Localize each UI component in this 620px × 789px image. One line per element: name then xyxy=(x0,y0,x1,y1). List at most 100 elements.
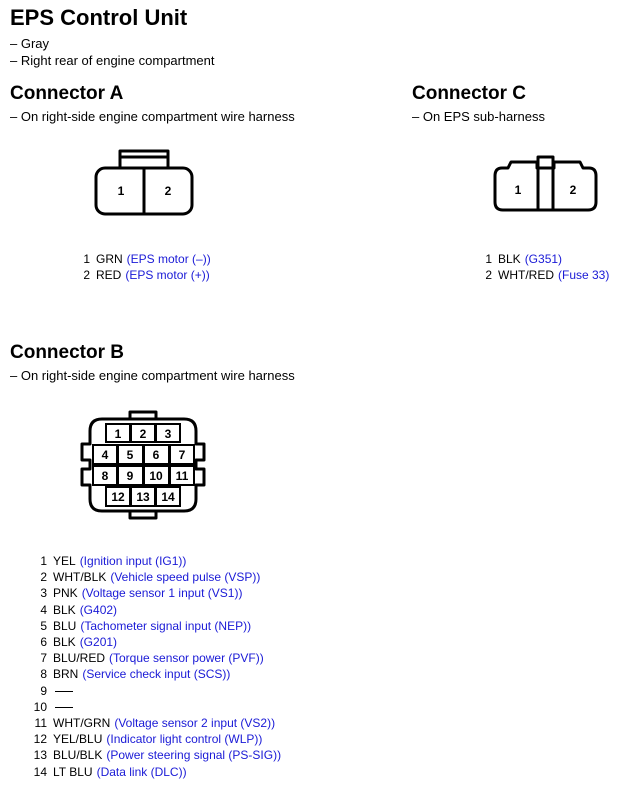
pin-description: (Data link (DLC)) xyxy=(96,764,187,779)
pin-row: 2 WHT/BLK(Vehicle speed pulse (VSP)) xyxy=(27,569,281,585)
pin-number: 2 xyxy=(40,570,47,585)
connector-a-diagram: 1 2 xyxy=(94,149,194,216)
connector-b-cavities xyxy=(92,423,195,507)
connector-b-pin-list: 1 YEL(Ignition input (IG1)) 2 WHT/BLK(Vehi… xyxy=(27,553,281,780)
pin-description: (Torque sensor power (PVF)) xyxy=(109,651,264,666)
pin-number: 14 xyxy=(33,764,47,779)
pin-number: 1 xyxy=(83,252,90,266)
connector-b-bottom-tab xyxy=(128,511,158,520)
page-title: EPS Control Unit xyxy=(10,5,188,30)
wire-color: BLK xyxy=(498,252,521,266)
pin-number: 12 xyxy=(33,732,47,747)
connector-b-cavity-6: 6 xyxy=(153,448,160,462)
connector-b-heading: Connector B xyxy=(10,342,124,363)
connector-b-cavity-10: 10 xyxy=(149,469,163,483)
pin-description: (Voltage sensor 1 input (VS1)) xyxy=(81,586,243,601)
pin-description: (G351) xyxy=(524,252,563,266)
wire-color: LT BLU xyxy=(53,764,93,779)
pin-number: 11 xyxy=(34,716,47,731)
connector-c-lock-tab xyxy=(536,155,555,212)
connector-b-cavity-5: 5 xyxy=(127,448,134,462)
connector-a-cavity-1: 1 xyxy=(118,184,125,198)
connector-c-heading: Connector C xyxy=(412,83,526,104)
connector-b-cavity-4: 4 xyxy=(102,448,109,462)
pin-description: (Fuse 33) xyxy=(558,268,610,283)
wire-color: BLK xyxy=(53,635,76,650)
wire-color: RED xyxy=(96,268,122,283)
connector-b-cavity-9: 9 xyxy=(127,469,134,483)
pin-row: 2 RED (EPS motor (+)) xyxy=(82,267,211,283)
connector-a-lock-tab xyxy=(118,149,170,157)
pin-description: (Indicator light control (WLP)) xyxy=(106,732,263,747)
connector-b-cavity-7: 7 xyxy=(179,448,186,462)
pin-row: 1 YEL(Ignition input (IG1)) xyxy=(27,553,281,569)
wire-color: PNK xyxy=(53,586,78,601)
connector-b-diagram: 1 2 3 4 5 6 7 8 9 10 11 12 13 14 xyxy=(80,410,206,520)
pin-description: (Ignition input (IG1)) xyxy=(79,554,187,568)
pin-description: (EPS motor (+)) xyxy=(125,268,210,283)
connector-c-cavity-1: 1 xyxy=(515,183,522,197)
pin-description: (Power steering signal (PS-SIG)) xyxy=(106,748,282,763)
connector-c-pin-list: 1 BLK (G351) 2 WHT/RED (Fuse 33) xyxy=(484,251,609,283)
pin-number: 6 xyxy=(40,635,47,650)
wire-color: BLK xyxy=(53,602,76,617)
unused-pin-dash xyxy=(55,690,73,699)
pin-description: (Voltage sensor 2 input (VS2)) xyxy=(114,716,276,731)
pin-number: 1 xyxy=(485,252,492,266)
wire-color: WHT/GRN xyxy=(53,716,111,731)
wire-color: GRN xyxy=(96,252,123,266)
pin-number: 8 xyxy=(40,667,47,682)
wire-color: BLU xyxy=(53,618,77,633)
connector-c-diagram: 1 2 xyxy=(493,155,598,212)
pin-row-unused: 9 xyxy=(27,683,281,699)
wire-color: WHT/BLK xyxy=(53,570,107,585)
pin-description: (Service check input (SCS)) xyxy=(82,667,231,682)
pin-number: 4 xyxy=(40,602,47,617)
pin-number: 1 xyxy=(40,554,47,568)
connector-a-pin-list: 1 GRN (EPS motor (–)) 2 RED (EPS motor (… xyxy=(82,251,211,283)
pin-row: 2 WHT/RED (Fuse 33) xyxy=(484,267,609,283)
wire-color: YEL xyxy=(53,554,76,568)
pin-number: 7 xyxy=(40,651,47,666)
pin-row: 3 PNK(Voltage sensor 1 input (VS1)) xyxy=(27,585,281,601)
pin-number: 10 xyxy=(33,699,47,714)
pin-number: 3 xyxy=(40,586,47,601)
pin-description: (G402) xyxy=(79,602,118,617)
unit-color-note: – Gray xyxy=(10,36,50,51)
connector-c-location: – On EPS sub-harness xyxy=(412,109,545,124)
pin-number: 2 xyxy=(485,268,492,283)
pin-number: 5 xyxy=(40,618,47,633)
connector-b-location: – On right-side engine compartment wire … xyxy=(10,368,295,383)
connector-a-cavity-2: 2 xyxy=(165,184,172,198)
pin-row: 13 BLU/BLK(Power steering signal (PS-SIG)… xyxy=(27,747,281,763)
connector-b-cavity-13: 13 xyxy=(136,490,150,504)
connector-b-cavity-11: 11 xyxy=(176,469,189,483)
pin-row: 4 BLK(G402) xyxy=(27,602,281,618)
pin-number: 13 xyxy=(33,748,47,763)
pin-description: (EPS motor (–)) xyxy=(126,252,211,266)
connector-a-location: – On right-side engine compartment wire … xyxy=(10,109,295,124)
unit-notes: – Gray – Right rear of engine compartmen… xyxy=(10,35,215,69)
connector-b-cavity-2: 2 xyxy=(140,427,147,441)
connector-b-top-tab xyxy=(128,410,158,419)
pin-description: (Vehicle speed pulse (VSP)) xyxy=(110,570,261,585)
pin-number: 2 xyxy=(83,268,90,283)
wire-color: YEL/BLU xyxy=(53,732,103,747)
connector-b-cavity-14: 14 xyxy=(161,490,175,504)
connector-c-cavity-2: 2 xyxy=(570,183,577,197)
connector-b-cavity-12: 12 xyxy=(111,490,125,504)
pin-row: 1 GRN (EPS motor (–)) xyxy=(82,251,211,267)
pin-row: 8 BRN(Service check input (SCS)) xyxy=(27,666,281,682)
pin-number: 9 xyxy=(40,683,47,698)
wire-color: BLU/BLK xyxy=(53,748,103,763)
connector-b-cavity-3: 3 xyxy=(165,427,172,441)
pin-row: 1 BLK (G351) xyxy=(484,251,609,267)
wire-color: BRN xyxy=(53,667,79,682)
connector-c-housing xyxy=(493,160,598,212)
pin-row: 14 LT BLU(Data link (DLC)) xyxy=(27,764,281,780)
wire-color: BLU/RED xyxy=(53,651,106,666)
pin-row-unused: 10 xyxy=(27,699,281,715)
pin-row: 7 BLU/RED(Torque sensor power (PVF)) xyxy=(27,650,281,666)
